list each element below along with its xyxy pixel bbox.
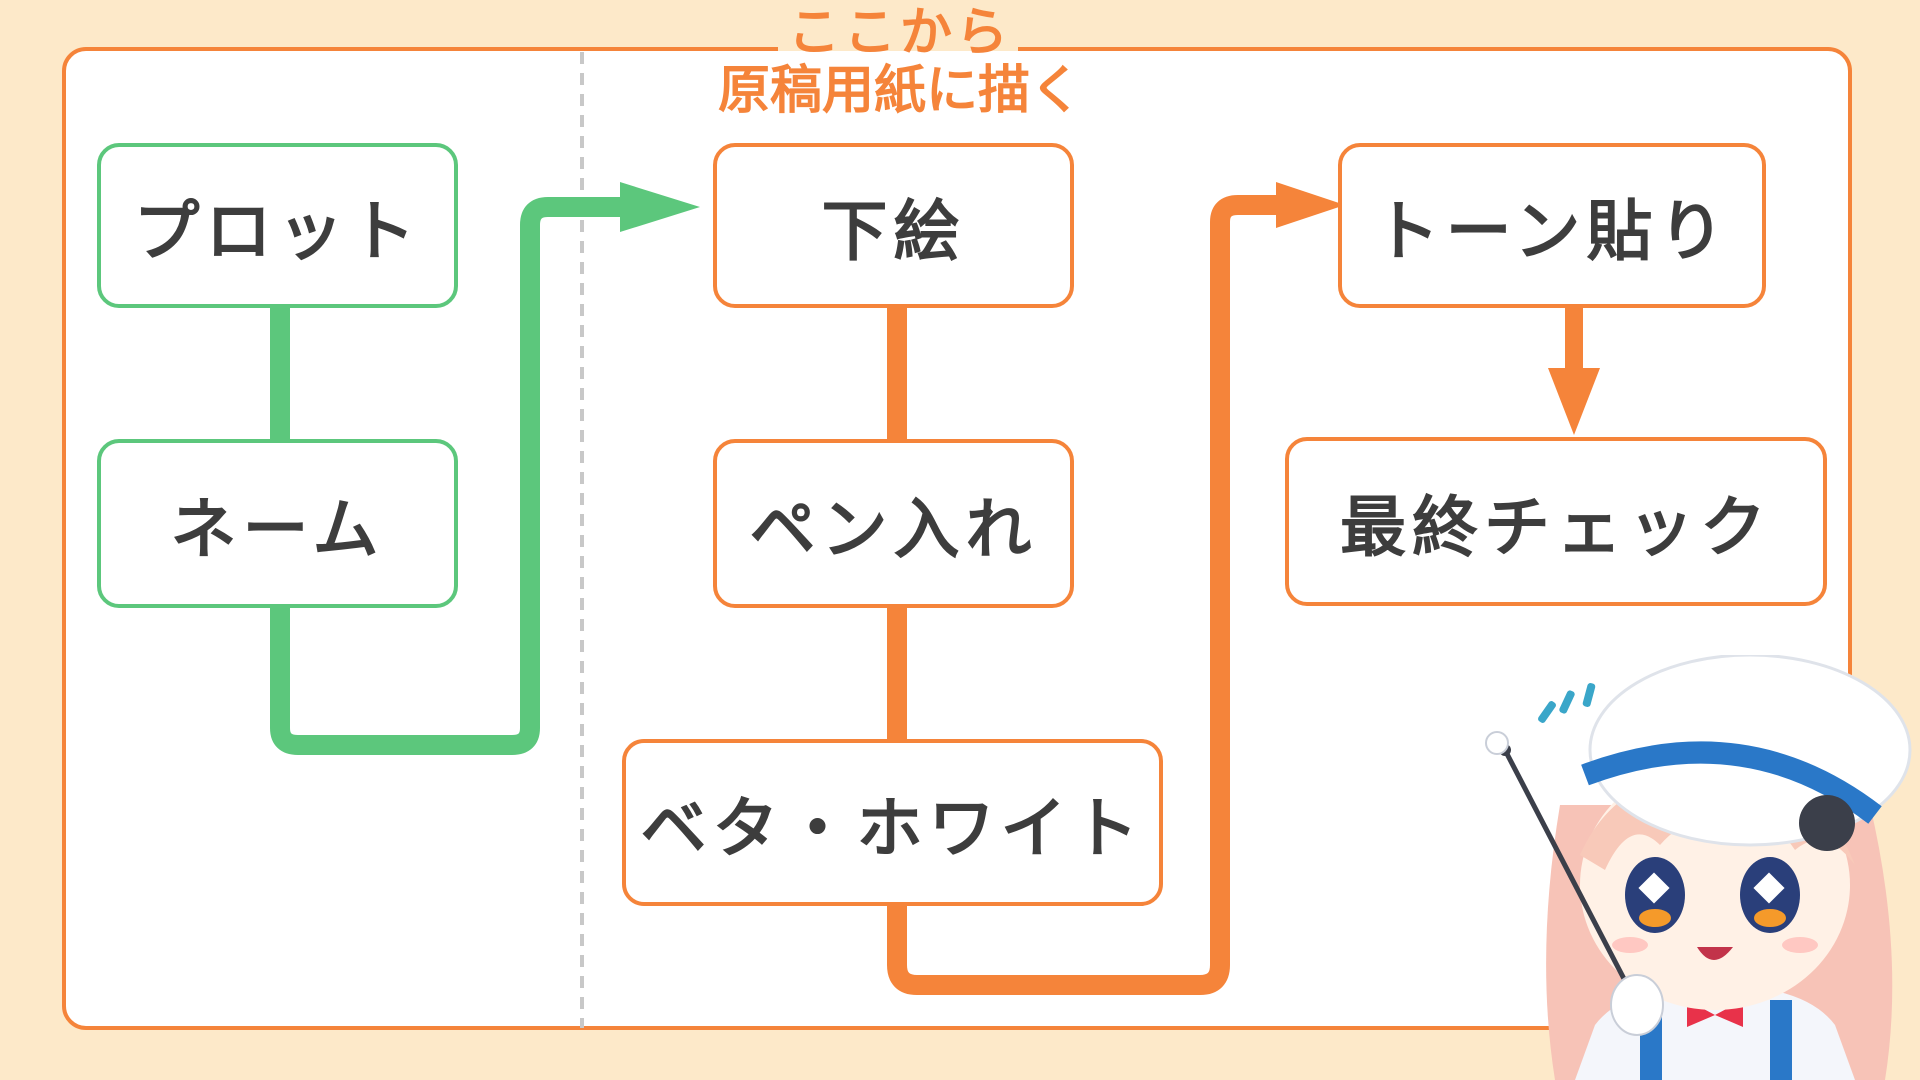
step-inking-label: ペン入れ bbox=[749, 490, 1038, 568]
header-gap-inner bbox=[778, 51, 1018, 65]
step-tone-label: トーン貼り bbox=[1373, 192, 1731, 270]
chibi-girl-with-pointer-icon bbox=[1485, 655, 1912, 1080]
arrowhead-to-final bbox=[1548, 368, 1600, 435]
step-plot-label: プロット bbox=[133, 192, 422, 270]
step-fill: ベタ・ホワイト bbox=[622, 739, 1163, 906]
arrowhead-to-sketch bbox=[620, 182, 700, 232]
step-name: ネーム bbox=[97, 439, 458, 608]
step-sketch-label: 下絵 bbox=[821, 192, 966, 270]
step-final-label: 最終チェック bbox=[1340, 488, 1772, 566]
connector-name-sketch bbox=[270, 197, 620, 755]
step-plot: プロット bbox=[97, 143, 458, 308]
step-tone: トーン貼り bbox=[1338, 143, 1766, 308]
step-inking: ペン入れ bbox=[713, 439, 1074, 608]
step-fill-label: ベタ・ホワイト bbox=[640, 789, 1145, 867]
connector-fill-tone bbox=[887, 195, 1278, 995]
step-name-label: ネーム bbox=[170, 490, 385, 568]
arrowhead-to-tone bbox=[1276, 182, 1345, 228]
start-label-line1: ここから bbox=[787, 3, 1012, 63]
step-sketch: 下絵 bbox=[713, 143, 1074, 308]
step-final: 最終チェック bbox=[1285, 437, 1827, 606]
manuscript-start-label: ここから 原稿用紙に描く bbox=[680, 3, 1120, 122]
start-label-line2: 原稿用紙に描く bbox=[717, 61, 1082, 122]
